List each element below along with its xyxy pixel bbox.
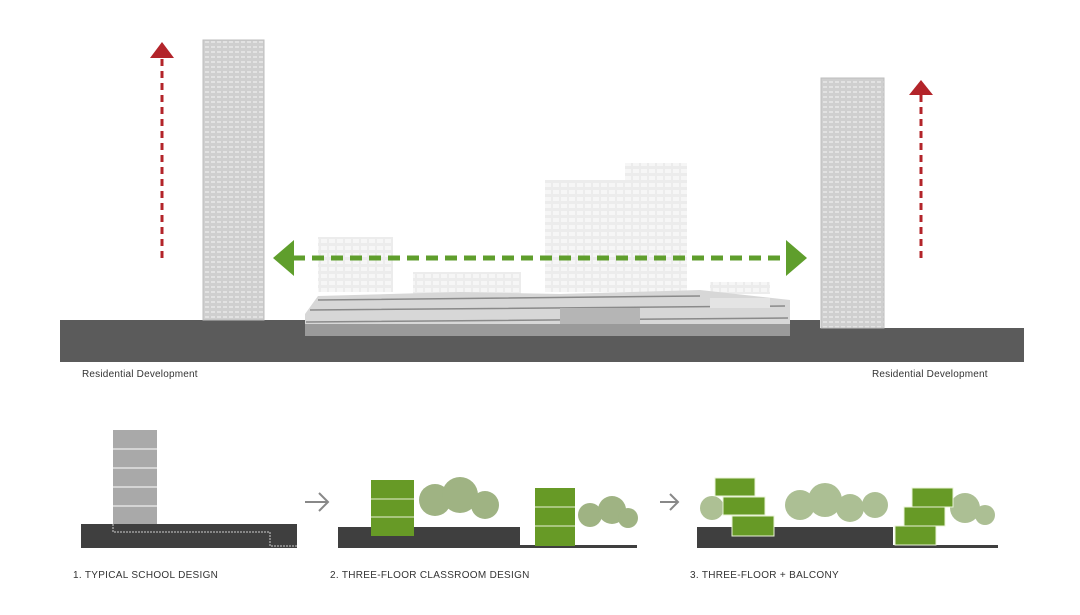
step-3-caption: 3. THREE-FLOOR + BALCONY bbox=[690, 570, 839, 581]
arrow-right-icon bbox=[305, 492, 330, 512]
red-arrow-left-up-icon bbox=[150, 42, 174, 258]
residential-development-label-left: Residential Development bbox=[82, 369, 198, 380]
green-double-arrow-icon bbox=[273, 240, 807, 276]
school-complex bbox=[305, 290, 790, 336]
step-1-caption: 1. TYPICAL SCHOOL DESIGN bbox=[73, 570, 219, 581]
three-floor-balcony-section bbox=[697, 477, 998, 548]
three-floor-classroom-section bbox=[338, 477, 638, 548]
red-arrow-right-up-icon bbox=[909, 80, 933, 258]
residential-tower-right bbox=[820, 77, 885, 329]
step-2-caption: 2. THREE-FLOOR CLASSROOM DESIGN bbox=[330, 570, 530, 581]
residential-tower-left bbox=[202, 39, 265, 321]
typical-school-section bbox=[81, 430, 297, 548]
background-buildings bbox=[318, 163, 770, 294]
arrow-right-icon bbox=[660, 493, 680, 511]
residential-development-label-right: Residential Development bbox=[872, 369, 988, 380]
